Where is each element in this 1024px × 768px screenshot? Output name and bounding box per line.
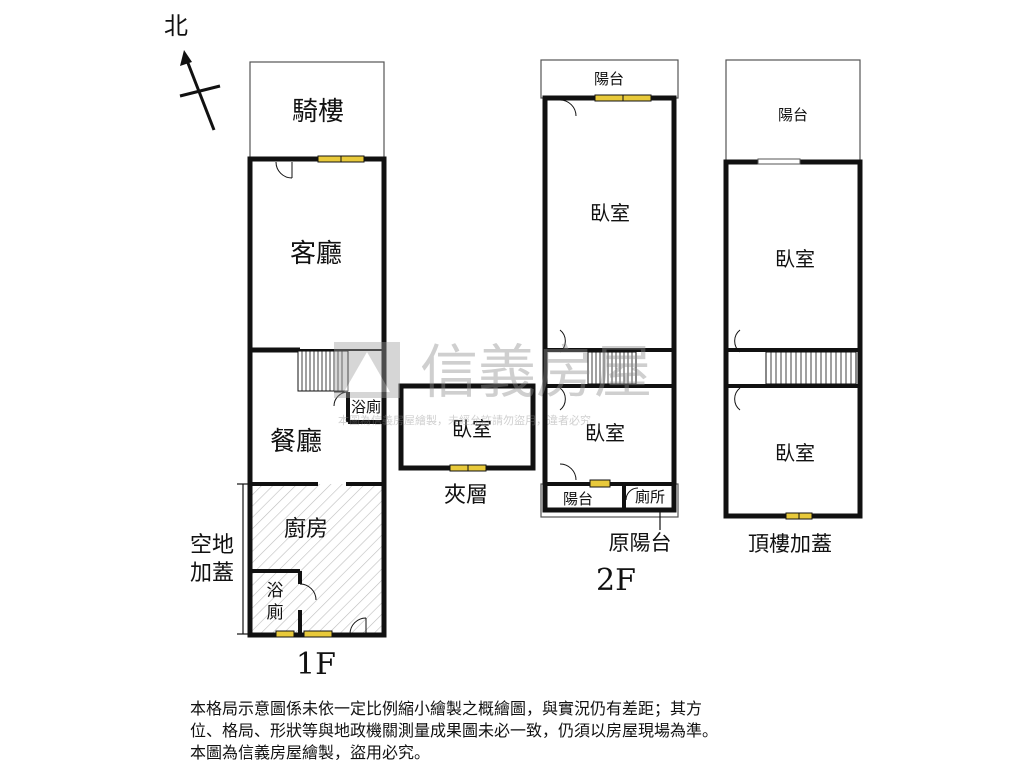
- side-label-addition: 加蓋: [190, 561, 234, 586]
- floor-2-balcony-bottom: 陽台: [563, 490, 593, 508]
- disclaimer-line-2: 位、格局、形狀等與地政機關測量成果圖未必一致，仍須以房屋現場為準。: [190, 721, 719, 740]
- room-kitchen: 廚房: [284, 517, 328, 542]
- side-label-open-space: 空地: [190, 533, 234, 558]
- watermark-notice: 本圖為信義房屋繪製，未經允許請勿盜用，違者必究: [338, 413, 591, 427]
- room-arcade: 騎樓: [292, 97, 344, 127]
- floor-2-plan: 陽台 臥室 臥室 陽台 廁所 原陽台 2F: [540, 59, 679, 598]
- rooftop-caption: 頂樓加蓋: [748, 532, 832, 556]
- floor-2-toilet: 廁所: [635, 488, 665, 506]
- room-living: 客廳: [290, 239, 342, 269]
- north-arrow: 北: [164, 12, 221, 131]
- floor-2-callout-original-balcony: 原陽台: [609, 531, 672, 555]
- room-bath-lower-2: 廁: [267, 602, 284, 623]
- brand-logo-icon: [334, 342, 400, 398]
- watermark-brand: 信義房屋: [420, 338, 652, 406]
- floor-2-balcony-top: 陽台: [594, 70, 624, 88]
- floor-1-plan: 騎樓 客廳 浴廁 餐廳 廚房 浴 廁 空地 加蓋 1F: [190, 61, 387, 682]
- mezzanine-caption: 夾層: [444, 483, 488, 508]
- disclaimer: 本格局示意圖係未依一定比例縮小繪製之概繪圖，與實況仍有差距；其方 位、格局、形狀…: [190, 698, 890, 764]
- floor-2-bedroom-back: 臥室: [585, 421, 625, 445]
- stairs-1f: [297, 350, 349, 392]
- stairs-rooftop: [765, 351, 857, 385]
- room-bath-upper: 浴廁: [351, 398, 381, 416]
- disclaimer-line-3: 本圖為信義房屋繪製，盜用必究。: [190, 743, 431, 762]
- floor-2-caption: 2F: [596, 563, 636, 598]
- north-label: 北: [164, 12, 188, 40]
- rooftop-bedroom-front: 臥室: [775, 247, 815, 271]
- rooftop-balcony: 陽台: [778, 106, 808, 124]
- rooftop-plan: 陽台 臥室 臥室 頂樓加蓋: [723, 59, 863, 556]
- room-bath-lower-1: 浴: [267, 581, 284, 601]
- brand-watermark: 信義房屋 本圖為信義房屋繪製，未經允許請勿盜用，違者必究: [334, 338, 652, 427]
- disclaimer-line-1: 本格局示意圖係未依一定比例縮小繪製之概繪圖，與實況仍有差距；其方: [190, 699, 703, 718]
- rooftop-bedroom-back: 臥室: [775, 441, 815, 465]
- mezzanine-room-bedroom: 臥室: [452, 417, 492, 441]
- floor-1-caption: 1F: [296, 647, 336, 682]
- mezzanine-plan: 臥室 夾層: [398, 383, 536, 508]
- floor-2-bedroom-front: 臥室: [590, 201, 630, 225]
- room-dining: 餐廳: [270, 427, 322, 457]
- stairs-2f: [587, 351, 637, 385]
